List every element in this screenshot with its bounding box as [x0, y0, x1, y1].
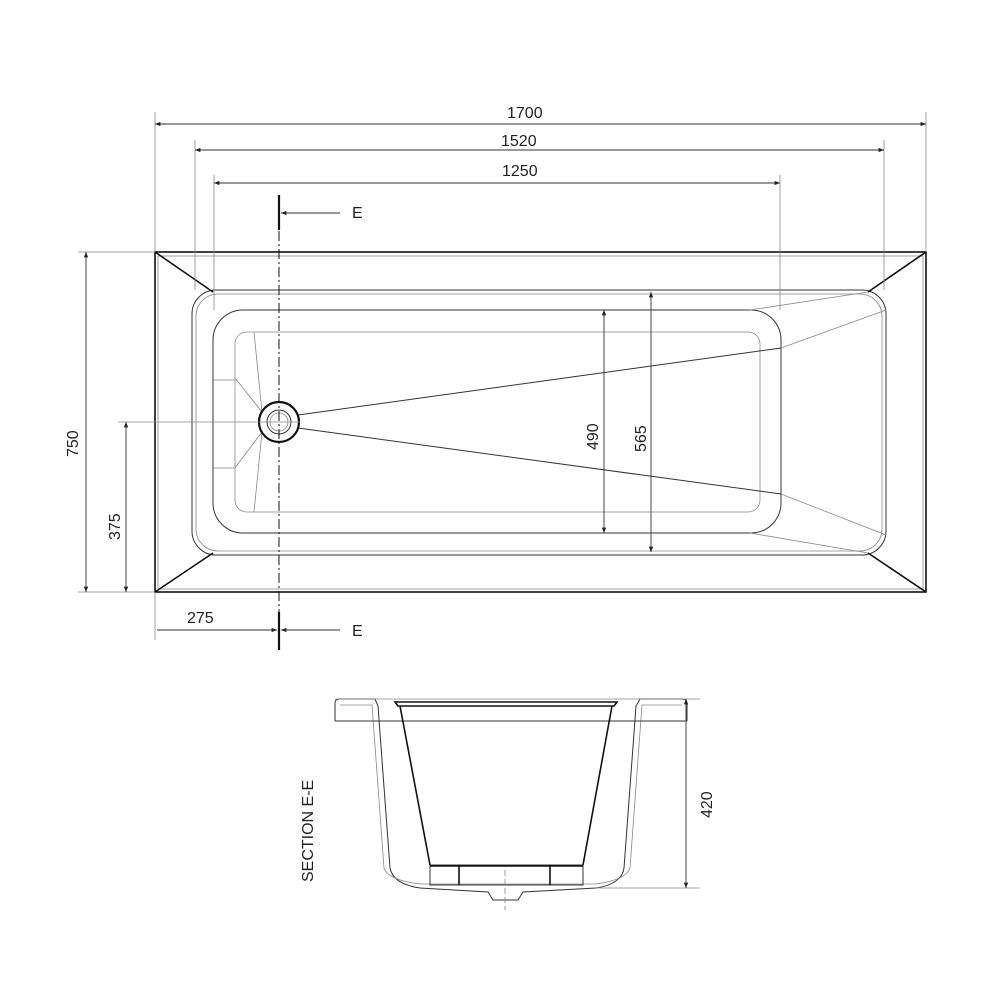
svg-text:1700: 1700 [507, 105, 543, 122]
dimension-275: 275 [154, 592, 277, 640]
rim-edge [191, 289, 887, 556]
svg-text:565: 565 [633, 425, 650, 452]
tub-shell-inner [340, 704, 682, 885]
dimension-490: 490 [585, 310, 607, 533]
section-marker-bottom: E [352, 623, 363, 640]
tub-shell-outer [334, 698, 688, 901]
svg-text:1250: 1250 [502, 163, 538, 180]
slope-line [297, 427, 782, 495]
slope-line [749, 532, 869, 554]
svg-text:750: 750 [65, 430, 82, 457]
dimension-750: 750 [65, 251, 155, 593]
corner-line [154, 552, 214, 593]
svg-text:490: 490 [585, 423, 602, 450]
dimension-1520: 1520 [194, 133, 885, 290]
rim-inner [195, 293, 883, 552]
dimension-565: 565 [633, 292, 654, 552]
basin-floor [234, 331, 761, 513]
section-label: SECTION E-E [300, 780, 317, 882]
plan-view: E E 1700 1520 1250 275 [65, 105, 927, 650]
corner-line [867, 552, 927, 593]
section-marker-top: E [352, 205, 363, 222]
support-frame-legs [399, 705, 613, 866]
tub-outer-edge-inner [157, 255, 924, 590]
slope-line [749, 291, 869, 311]
slope-line [780, 309, 887, 349]
svg-text:1520: 1520 [501, 133, 537, 150]
support-frame [393, 701, 619, 707]
svg-text:375: 375 [107, 513, 124, 540]
dimension-420: 420 [596, 698, 716, 889]
slope-line [780, 493, 887, 536]
dimension-1700: 1700 [154, 105, 927, 252]
corner-line [154, 251, 214, 293]
support-feet [429, 864, 584, 886]
svg-text:275: 275 [187, 610, 214, 627]
corner-line [867, 251, 927, 293]
dimension-1250: 1250 [213, 163, 781, 310]
slope-line [297, 347, 782, 416]
dimension-375: 375 [107, 422, 129, 592]
section-view: SECTION E-E 420 [300, 698, 716, 910]
svg-text:420: 420 [699, 791, 716, 818]
basin-edge [212, 309, 782, 534]
